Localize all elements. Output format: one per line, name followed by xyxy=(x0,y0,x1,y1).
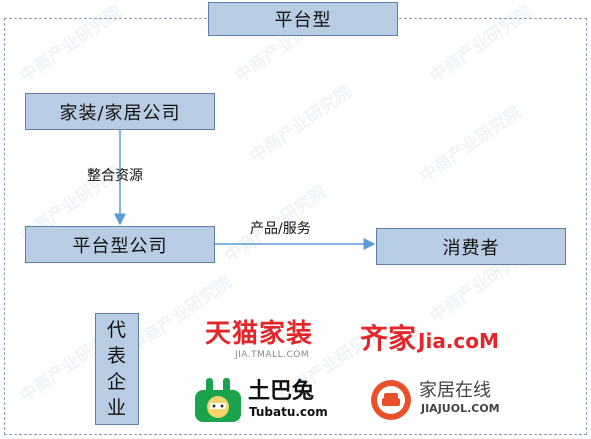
tmall-home-logo: 天猫家装 JIA.TMALL.COM xyxy=(205,318,320,360)
rep-char: 代 xyxy=(106,319,127,341)
rep-char: 业 xyxy=(106,397,127,419)
qijia-logo-cn: 齐家 xyxy=(360,322,417,355)
rabbit-icon xyxy=(195,378,241,422)
consumer-node: 消费者 xyxy=(376,228,566,265)
product-service-label: 产品/服务 xyxy=(250,221,311,237)
sofa-icon xyxy=(371,380,411,420)
tubatu-logo-cn: 土巴兔 xyxy=(248,379,315,404)
representative-companies-node: 代 表 企 业 xyxy=(95,313,139,425)
tmall-logo-url: JIA.TMALL.COM xyxy=(235,350,310,360)
jiajuol-logo-cn: 家居在线 xyxy=(419,380,491,401)
qijia-logo: 齐家 Jia.coM xyxy=(360,322,510,356)
tmall-logo-text: 天猫家装 xyxy=(205,319,314,349)
jiajuol-logo-url: JIAJUOL.COM xyxy=(421,402,500,415)
jiajuol-logo: 家居在线 JIAJUOL.COM xyxy=(369,378,519,426)
platform-company-node: 平台型公司 xyxy=(25,226,215,263)
rep-char: 企 xyxy=(106,371,127,393)
tubatu-logo-url: Tubatu.com xyxy=(249,405,328,419)
integrate-label: 整合资源 xyxy=(87,168,143,184)
tubatu-logo: 土巴兔 Tubatu.com xyxy=(193,378,343,426)
diagram-title: 平台型 xyxy=(208,2,398,36)
qijia-logo-en: Jia.coM xyxy=(418,329,499,353)
home-company-node: 家装/家居公司 xyxy=(25,93,215,130)
rep-char: 表 xyxy=(106,345,127,367)
